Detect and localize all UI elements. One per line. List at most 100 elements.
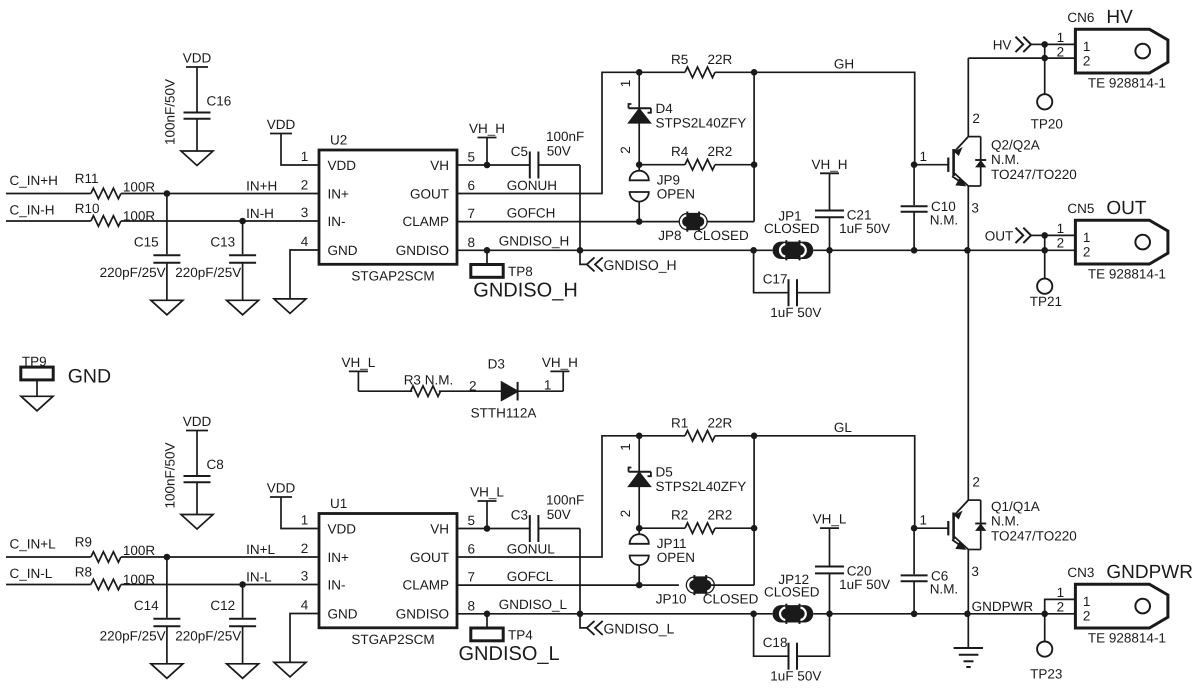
svg-text:C17: C17 xyxy=(763,271,788,286)
svg-text:GOUT: GOUT xyxy=(410,186,449,201)
svg-text:GNDISO_H: GNDISO_H xyxy=(604,257,677,273)
svg-text:C6: C6 xyxy=(931,568,948,583)
svg-text:TP20: TP20 xyxy=(1031,117,1063,132)
svg-text:C8: C8 xyxy=(207,457,224,472)
svg-text:D3: D3 xyxy=(488,357,505,372)
svg-text:TO247/TO220: TO247/TO220 xyxy=(991,167,1077,182)
svg-text:N.M.: N.M. xyxy=(930,212,959,227)
svg-text:1: 1 xyxy=(1057,221,1065,236)
svg-text:2: 2 xyxy=(1083,54,1091,69)
svg-text:VDD: VDD xyxy=(183,414,212,429)
svg-text:4: 4 xyxy=(301,234,309,249)
svg-text:Q1/Q1A: Q1/Q1A xyxy=(991,499,1040,514)
svg-text:C_IN-H: C_IN-H xyxy=(10,203,55,218)
svg-text:GND: GND xyxy=(328,243,358,258)
svg-text:IN+H: IN+H xyxy=(246,179,277,194)
svg-text:VH_H: VH_H xyxy=(542,355,578,370)
svg-text:VH_L: VH_L xyxy=(813,512,847,527)
svg-text:D4: D4 xyxy=(656,101,674,116)
svg-text:C16: C16 xyxy=(207,94,232,109)
svg-text:TP21: TP21 xyxy=(1030,294,1062,309)
svg-text:VDD: VDD xyxy=(328,521,357,536)
svg-text:1: 1 xyxy=(1057,30,1065,45)
svg-text:CN5: CN5 xyxy=(1067,201,1094,216)
svg-text:N.M.: N.M. xyxy=(991,514,1020,529)
svg-text:2: 2 xyxy=(1057,599,1065,614)
svg-text:C_IN+L: C_IN+L xyxy=(10,537,57,552)
svg-text:VH: VH xyxy=(430,521,449,536)
svg-text:C14: C14 xyxy=(134,598,159,613)
svg-text:2: 2 xyxy=(618,146,633,154)
svg-text:GNDISO_L: GNDISO_L xyxy=(499,597,568,612)
svg-text:GNDPWR: GNDPWR xyxy=(1106,562,1193,583)
svg-text:D5: D5 xyxy=(656,465,673,480)
svg-text:100R: 100R xyxy=(123,179,156,194)
svg-text:220pF/25V: 220pF/25V xyxy=(100,628,166,643)
svg-text:C10: C10 xyxy=(931,199,956,214)
svg-text:VH_H: VH_H xyxy=(469,121,505,136)
svg-text:100R: 100R xyxy=(123,208,156,223)
svg-text:VDD: VDD xyxy=(183,51,212,66)
svg-text:220pF/25V: 220pF/25V xyxy=(100,265,166,280)
svg-text:TP4: TP4 xyxy=(508,628,533,643)
svg-text:IN-: IN- xyxy=(328,214,346,229)
svg-text:GNDISO_L: GNDISO_L xyxy=(459,643,560,665)
svg-text:1: 1 xyxy=(301,513,309,528)
svg-text:R9: R9 xyxy=(75,535,92,550)
svg-text:2: 2 xyxy=(1057,44,1065,59)
svg-text:100nF: 100nF xyxy=(546,129,584,144)
svg-text:3: 3 xyxy=(301,205,309,220)
svg-text:JP10: JP10 xyxy=(656,592,687,607)
svg-text:GOFCH: GOFCH xyxy=(507,206,556,221)
svg-text:TE 928814-1: TE 928814-1 xyxy=(1088,76,1166,91)
svg-text:2: 2 xyxy=(1083,609,1091,624)
svg-text:VDD: VDD xyxy=(267,481,296,496)
svg-text:CLAMP: CLAMP xyxy=(402,214,449,229)
svg-text:TE 928814-1: TE 928814-1 xyxy=(1088,267,1166,282)
svg-text:2: 2 xyxy=(1083,245,1091,260)
svg-text:GNDISO_L: GNDISO_L xyxy=(604,620,675,636)
svg-text:VH_L: VH_L xyxy=(470,485,504,500)
svg-text:R4: R4 xyxy=(671,144,689,159)
svg-text:100R: 100R xyxy=(123,572,156,587)
svg-text:2: 2 xyxy=(1057,235,1065,250)
svg-text:7: 7 xyxy=(468,206,476,221)
svg-text:C5: C5 xyxy=(511,144,528,159)
svg-text:1: 1 xyxy=(1083,39,1091,54)
svg-text:R1: R1 xyxy=(671,415,688,430)
svg-text:1uF 50V: 1uF 50V xyxy=(839,221,890,236)
svg-text:GONUH: GONUH xyxy=(507,178,557,193)
svg-text:U1: U1 xyxy=(330,496,347,511)
svg-text:CN6: CN6 xyxy=(1067,10,1094,25)
svg-text:1: 1 xyxy=(1083,230,1091,245)
svg-text:IN-H: IN-H xyxy=(246,206,274,221)
svg-text:OUT: OUT xyxy=(1106,198,1147,219)
svg-text:8: 8 xyxy=(468,235,476,250)
svg-text:C20: C20 xyxy=(847,563,872,578)
svg-text:GOUT: GOUT xyxy=(410,550,449,565)
svg-text:JP8: JP8 xyxy=(658,228,681,243)
svg-text:VH_H: VH_H xyxy=(811,157,847,172)
svg-text:3: 3 xyxy=(301,569,309,584)
svg-text:CLOSED: CLOSED xyxy=(693,228,749,243)
svg-text:2: 2 xyxy=(469,379,477,394)
svg-text:C_IN+H: C_IN+H xyxy=(10,173,58,188)
svg-text:OUT: OUT xyxy=(985,228,1014,243)
svg-text:2R2: 2R2 xyxy=(708,144,733,159)
svg-text:VDD: VDD xyxy=(328,158,357,173)
svg-text:IN-: IN- xyxy=(328,577,346,592)
svg-text:7: 7 xyxy=(468,570,476,585)
svg-text:N.M.: N.M. xyxy=(991,152,1020,167)
svg-text:GNDISO_H: GNDISO_H xyxy=(499,233,570,248)
svg-text:STGAP2SCM: STGAP2SCM xyxy=(351,632,434,647)
svg-text:GNDISO: GNDISO xyxy=(396,243,449,258)
svg-text:220pF/25V: 220pF/25V xyxy=(175,265,241,280)
svg-text:2: 2 xyxy=(972,475,980,490)
svg-text:50V: 50V xyxy=(547,144,571,159)
svg-text:JP1: JP1 xyxy=(778,208,801,223)
svg-text:2: 2 xyxy=(301,178,309,193)
svg-text:1uF 50V: 1uF 50V xyxy=(839,577,890,592)
svg-text:220pF/25V: 220pF/25V xyxy=(175,628,241,643)
svg-text:1: 1 xyxy=(301,149,309,164)
svg-text:2R2: 2R2 xyxy=(708,508,733,523)
